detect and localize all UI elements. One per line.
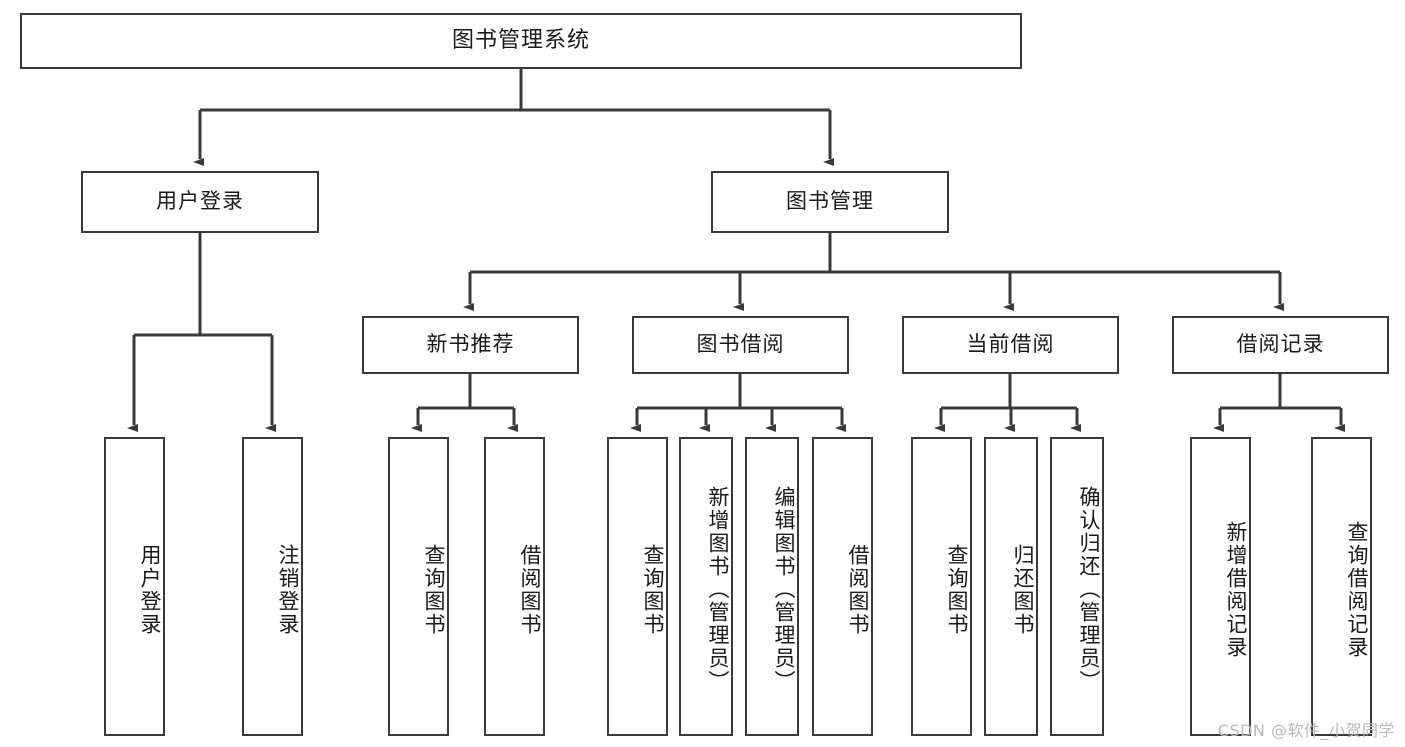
- leaf-box-8[interactable]: 查询图书: [911, 437, 972, 736]
- leaf-box-1[interactable]: 注销登录: [242, 437, 303, 736]
- leaf-box-3[interactable]: 借阅图书: [484, 437, 545, 736]
- leaf-label-5: 新增图书（管理员）: [706, 486, 730, 693]
- leaf-box-2[interactable]: 查询图书: [388, 437, 449, 736]
- root-label-0: 图书管理系统: [451, 27, 590, 53]
- level3-label-2: 当前借阅: [966, 332, 1055, 357]
- level3-box-2[interactable]: 当前借阅: [902, 316, 1119, 374]
- leaf-box-12[interactable]: 查询借阅记录: [1311, 437, 1372, 736]
- leaf-label-0: 用户登录: [138, 543, 162, 636]
- leaf-box-10[interactable]: 确认归还（管理员）: [1050, 437, 1104, 736]
- level3-label-3: 借阅记录: [1236, 332, 1325, 357]
- leaf-box-11[interactable]: 新增借阅记录: [1190, 437, 1251, 736]
- level2-box-1[interactable]: 图书管理: [711, 171, 949, 233]
- level3-box-3[interactable]: 借阅记录: [1172, 316, 1389, 374]
- level3-label-1: 图书借阅: [696, 332, 785, 357]
- leaf-box-9[interactable]: 归还图书: [984, 437, 1038, 736]
- level2-label-1: 图书管理: [786, 189, 874, 214]
- leaf-label-7: 借阅图书: [846, 543, 870, 636]
- level3-box-1[interactable]: 图书借阅: [632, 316, 849, 374]
- leaf-box-6[interactable]: 编辑图书（管理员）: [745, 437, 799, 736]
- level2-box-0[interactable]: 用户登录: [81, 171, 319, 233]
- leaf-label-12: 查询借阅记录: [1345, 520, 1369, 659]
- leaf-box-0[interactable]: 用户登录: [104, 437, 165, 736]
- leaf-label-3: 借阅图书: [518, 543, 542, 636]
- leaf-label-1: 注销登录: [276, 543, 300, 636]
- leaf-label-10: 确认归还（管理员）: [1077, 486, 1101, 693]
- leaf-box-7[interactable]: 借阅图书: [812, 437, 873, 736]
- level3-label-0: 新书推荐: [426, 332, 515, 357]
- leaf-label-6: 编辑图书（管理员）: [772, 486, 796, 693]
- root-box-0[interactable]: 图书管理系统: [20, 13, 1022, 69]
- leaf-label-8: 查询图书: [945, 543, 969, 636]
- leaf-box-5[interactable]: 新增图书（管理员）: [679, 437, 733, 736]
- leaf-label-4: 查询图书: [641, 543, 665, 636]
- leaf-label-9: 归还图书: [1011, 543, 1035, 636]
- level2-label-0: 用户登录: [156, 189, 244, 214]
- leaf-box-4[interactable]: 查询图书: [607, 437, 668, 736]
- level3-box-0[interactable]: 新书推荐: [362, 316, 579, 374]
- leaf-label-2: 查询图书: [422, 543, 446, 636]
- leaf-label-11: 新增借阅记录: [1224, 520, 1248, 659]
